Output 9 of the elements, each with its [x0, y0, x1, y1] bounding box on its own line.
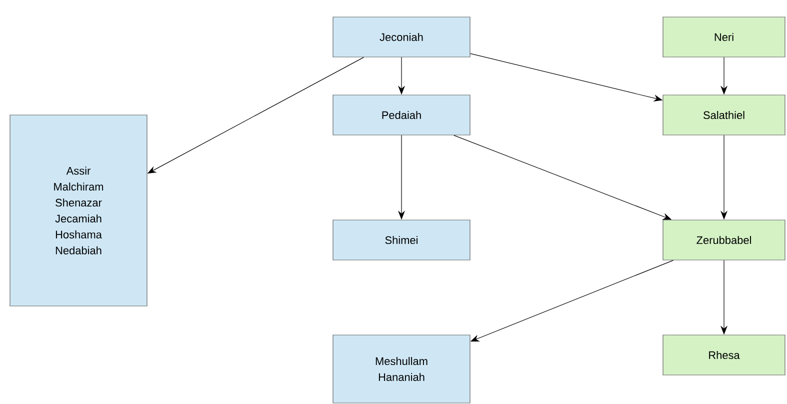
person-box: Zerubbabel — [662, 220, 786, 260]
person-box: Rhesa — [662, 334, 786, 376]
person-box: Pedaiah — [332, 94, 470, 136]
person-box: Salathiel — [662, 94, 786, 136]
person-box: Shimei — [332, 220, 470, 260]
person-box: Jeconiah — [332, 16, 470, 58]
list-box: Assir Malchiram Shenazar Jecamiah Hoshama Nedabiah — [10, 114, 148, 306]
list-box: Meshullam Hananiah — [332, 334, 470, 404]
person-box: Neri — [662, 16, 786, 58]
